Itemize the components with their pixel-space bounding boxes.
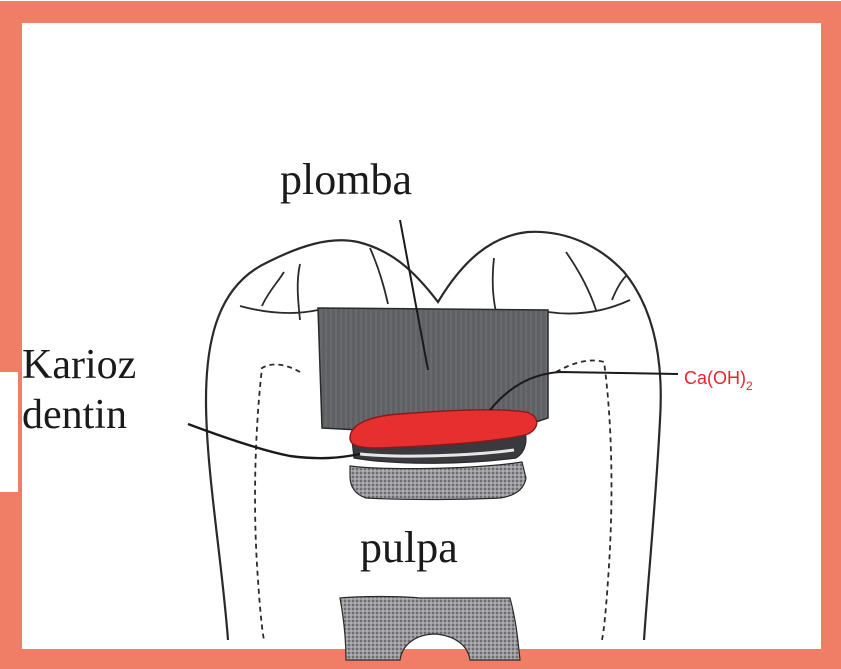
cusp-line — [566, 252, 596, 310]
enamel-line — [548, 300, 630, 314]
cusp-line — [612, 276, 626, 300]
dej-dashed — [556, 360, 611, 640]
label-pulpa: pulpa — [360, 523, 458, 572]
pulp-roof — [350, 462, 526, 500]
label-karioz: Karioz — [22, 342, 136, 388]
dej-dashed — [255, 365, 300, 640]
enamel-line — [240, 306, 318, 313]
label-caoh2: Ca(OH)2 — [684, 368, 753, 393]
label-dentin: dentin — [22, 392, 127, 438]
label-caoh2-main: Ca(OH) — [684, 368, 746, 388]
cusp-line — [298, 264, 300, 320]
cusp-line — [262, 272, 284, 306]
label-plomba: plomba — [280, 155, 412, 204]
label-caoh2-sub: 2 — [746, 379, 753, 393]
frame-notch — [0, 372, 18, 492]
cusp-line — [493, 258, 496, 312]
cusp-line — [370, 248, 388, 304]
